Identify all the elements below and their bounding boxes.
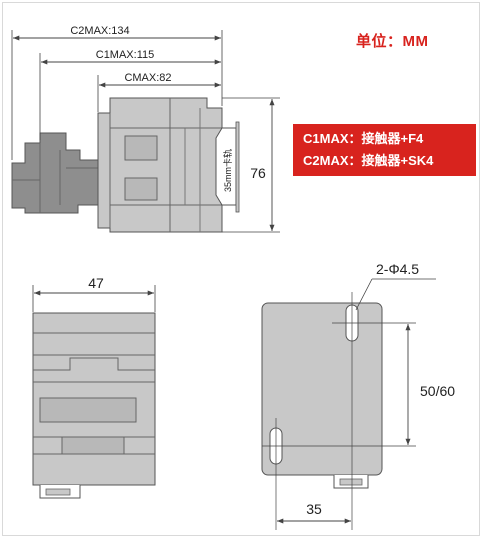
front-module — [11, 132, 101, 214]
legend-c1max: C1MAX：接触器+F4 — [303, 131, 424, 146]
side-view: 35mm卡轨 C2MAX:134 C1MAX:115 CMAX:82 76 — [11, 25, 280, 233]
contactor-body — [97, 97, 223, 233]
unit-label: 单位：MM — [356, 33, 429, 50]
hole-offset-label: 35 — [306, 501, 322, 517]
holes-label: 2-Φ4.5 — [376, 261, 419, 277]
rail-label: 35mm卡轨 — [222, 149, 233, 192]
cmax-label: CMAX:82 — [124, 72, 171, 84]
front-width-label: 47 — [88, 275, 104, 291]
legend-box: C1MAX：接触器+F4 C2MAX：接触器+SK4 — [293, 124, 476, 176]
hole-spacing-label: 50/60 — [420, 383, 455, 399]
c2max-label: C2MAX:134 — [70, 25, 129, 37]
back-view: 2-Φ4.5 50/60 35 — [261, 261, 455, 530]
legend-c2max: C2MAX：接触器+SK4 — [303, 153, 434, 168]
height-label: 76 — [250, 165, 266, 181]
front-view: 47 — [32, 275, 156, 499]
c1max-label: C1MAX:115 — [96, 49, 155, 61]
